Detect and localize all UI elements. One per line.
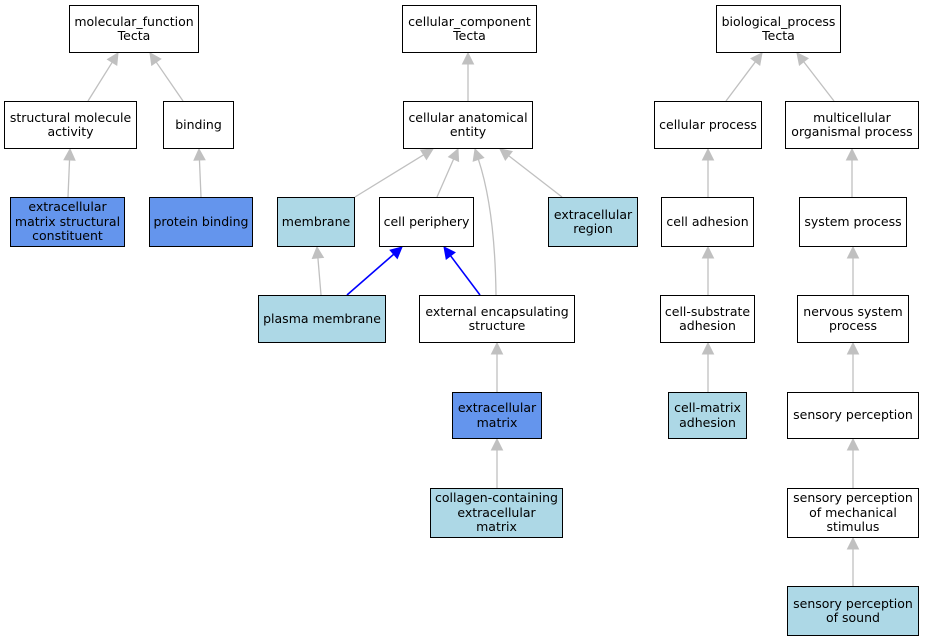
go-term-node-cae: cellular anatomical entity	[403, 101, 533, 149]
go-term-node-sp: system process	[799, 197, 907, 247]
arrowhead-sp-to-mop	[845, 147, 859, 161]
arrowhead-ees-to-cp	[443, 246, 456, 260]
go-term-node-mf: molecular_function Tecta	[69, 5, 199, 53]
go-term-node-cce: collagen-containing extracellular matrix	[430, 488, 563, 538]
go-term-node-bp: biological_process Tecta	[716, 5, 841, 53]
arrowhead-ecm-to-ees	[490, 341, 504, 355]
go-term-node-cc: cellular_component Tecta	[402, 5, 537, 53]
edge-pb-to-binding	[198, 159, 202, 198]
go-term-node-cma: cell-matrix adhesion	[668, 392, 747, 439]
arrowhead-ecmsc-to-sma	[63, 147, 76, 161]
edge-cp-to-cae	[436, 158, 455, 198]
go-term-node-cp: cell periphery	[379, 197, 474, 247]
edge-sma-to-mf	[87, 61, 113, 102]
go-term-node-ca: cell adhesion	[661, 197, 754, 247]
edge-ees-to-cp	[449, 255, 481, 296]
edge-membrane-to-cae	[354, 154, 424, 198]
go-term-node-sens: sensory perception	[787, 392, 919, 439]
edge-cellproc-to-bp	[725, 61, 756, 102]
go-term-node-membrane: membrane	[277, 197, 355, 247]
go-term-node-sma: structural molecule activity	[4, 101, 137, 149]
go-term-node-pm: plasma membrane	[258, 295, 386, 343]
arrowhead-ecr-to-cae	[499, 148, 513, 162]
arrowhead-cp-to-cae	[447, 147, 460, 163]
edge-binding-to-mf	[155, 61, 184, 102]
edge-ees-to-cae	[477, 159, 497, 296]
arrowhead-ca-to-cellproc	[701, 147, 715, 161]
go-term-node-mop: multicellular organismal process	[785, 101, 919, 149]
arrowhead-spms-to-sens	[846, 437, 860, 451]
arrowhead-csa-to-ca	[701, 245, 715, 259]
go-term-node-ecr: extracellular region	[548, 197, 638, 247]
arrowhead-cae-to-cc	[461, 51, 475, 65]
arrowhead-pm-to-cp	[389, 246, 403, 260]
arrowhead-cce-to-ecm	[490, 437, 504, 451]
edge-pm-to-membrane	[317, 257, 322, 296]
arrowhead-pm-to-membrane	[311, 245, 325, 259]
arrowhead-pb-to-binding	[193, 147, 206, 161]
arrowhead-sens-to-nsp	[846, 341, 860, 355]
go-term-node-nsp: nervous system process	[797, 295, 909, 343]
arrowhead-cellproc-to-bp	[750, 52, 763, 66]
edge-mop-to-bp	[803, 61, 835, 102]
go-term-node-cellproc: cellular process	[654, 101, 762, 149]
arrowhead-mop-to-bp	[796, 52, 810, 66]
edge-ecmsc-to-sma	[67, 159, 71, 198]
arrowhead-ees-to-cae	[472, 147, 485, 162]
go-term-node-ecm: extracellular matrix	[452, 392, 542, 439]
go-term-node-csa: cell-substrate adhesion	[660, 295, 755, 343]
arrowhead-binding-to-mf	[149, 52, 162, 67]
go-term-node-ecmsc: extracellular matrix structural constitu…	[10, 197, 125, 247]
arrowhead-sps-to-spms	[846, 536, 860, 550]
go-term-node-ees: external encapsulating structure	[419, 295, 575, 343]
arrowhead-cma-to-csa	[701, 341, 715, 355]
go-term-node-binding: binding	[163, 101, 234, 149]
edge-ecr-to-cae	[508, 155, 563, 198]
go-term-node-pb: protein binding	[149, 197, 253, 247]
arrowhead-nsp-to-sp	[846, 245, 860, 259]
go-term-node-sps: sensory perception of sound	[787, 586, 919, 636]
arrowhead-membrane-to-cae	[419, 148, 434, 161]
edge-pm-to-cp	[346, 253, 395, 296]
arrowhead-sma-to-mf	[106, 52, 119, 67]
go-term-node-spms: sensory perception of mechanical stimulu…	[787, 488, 919, 538]
